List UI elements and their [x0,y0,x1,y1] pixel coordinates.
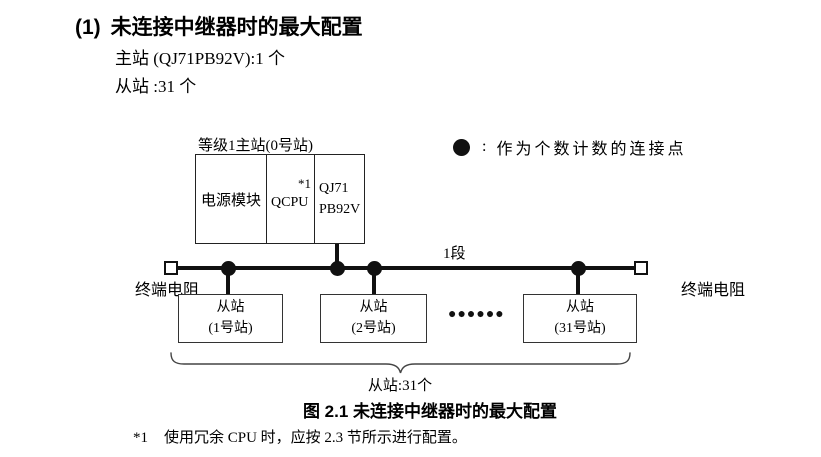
connection-dot [330,261,345,276]
slave-total-label: 从站:31个 [367,378,433,394]
slave-label-line1: 从站 [566,300,594,316]
terminator-right-label: 终端电阻 [681,282,746,299]
connection-dot [367,261,382,276]
cpu-module-cell: *1 QCPU [266,155,314,243]
cpu-footnote-ref: *1 [298,176,311,191]
slave-station-box: 从站 (1号站) [178,294,283,343]
cpu-module-label: QCPU [271,195,309,210]
footnote-text: 使用冗余 CPU 时，应按 2.3 节所示进行配置。 [164,430,467,446]
pb92v-label-line2: PB92V [319,202,361,217]
master-station-label: 等级1主站(0号站) [198,138,313,154]
slave-label-line2: (2号站) [351,320,396,336]
pb92v-module-cell: QJ71 PB92V [314,155,364,243]
footnote-ref: *1 [133,430,148,446]
slave-label-line1: 从站 [216,300,245,316]
footnote: *1 使用冗余 CPU 时，应按 2.3 节所示进行配置。 [133,426,467,447]
section-heading: (1) 未连接中继器时的最大配置 [75,11,363,41]
connection-point-icon [453,138,470,156]
slave-label-line1: 从站 [359,300,388,316]
legend: : 作为个数计数的连接点 [453,135,686,159]
slave31-connector-line [576,268,580,295]
legend-label: 作为个数计数的连接点 [496,141,687,158]
slave1-connector-line [226,268,230,295]
master-station-box: 电源模块 *1 QCPU QJ71 PB92V [195,154,365,244]
segment-label: 1段 [443,246,466,262]
legend-separator: : [482,138,487,155]
slave-label-line2: (1号站) [208,320,253,336]
section-title: 未连接中继器时的最大配置 [110,16,363,39]
slave-count-text: 从站 :31 个 [115,77,197,96]
ellipsis-dots: ●●●●●● [448,307,505,322]
master-connector-line [335,244,339,268]
slave-station-box: 从站 (31号站) [523,294,637,343]
slave2-connector-line [372,268,376,295]
slave-label-line2: (31号站) [554,320,606,336]
power-module-label: 电源模块 [200,192,261,209]
connection-dot [571,261,586,276]
terminator-left-icon [164,261,178,275]
power-module-cell: 电源模块 [196,155,266,243]
connection-dot [221,261,236,276]
master-count-text: 主站 (QJ71PB92V):1 个 [115,49,286,68]
section-number: (1) [75,16,101,39]
pb92v-label-line1: QJ71 [319,181,349,196]
terminator-right-icon [634,261,648,275]
figure-caption: 图 2.1 未连接中继器时的最大配置 [302,402,558,421]
slave-station-box: 从站 (2号站) [320,294,427,343]
bus-line [171,266,641,270]
brace-icon [170,352,631,374]
